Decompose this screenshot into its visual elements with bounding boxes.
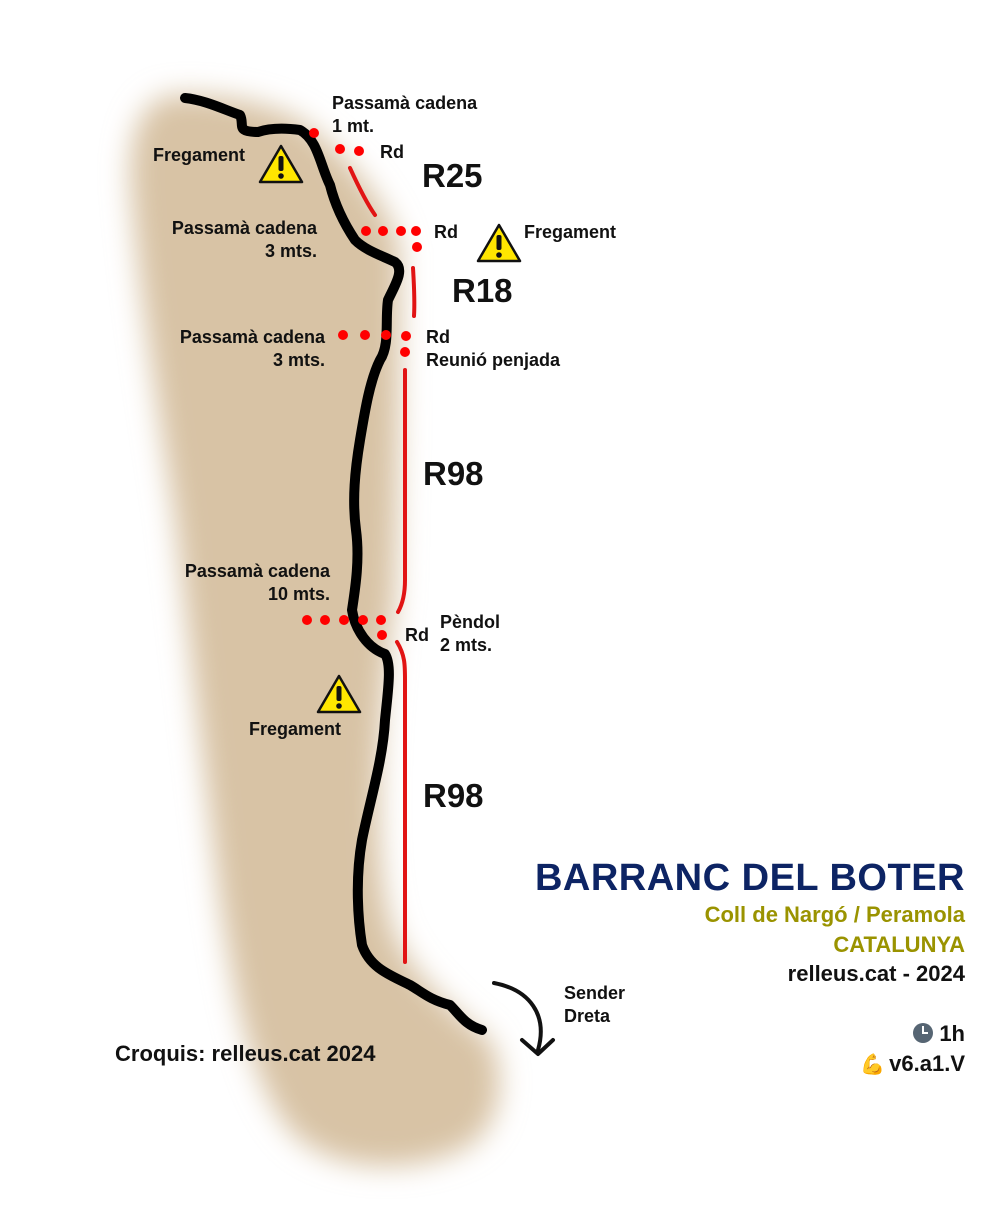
anchor-dots: [302, 128, 422, 640]
reunio-label: Reunió penjada: [426, 350, 561, 370]
rope-line-r18: [411, 266, 417, 318]
anchor-dot: [320, 615, 330, 625]
sender-direction: Dreta: [564, 1006, 611, 1026]
anchor-dot: [338, 330, 348, 340]
pendol-label: Pèndol 2 mts.: [440, 611, 500, 657]
rd-label: Rd: [405, 625, 429, 645]
anchor-dot: [381, 330, 391, 340]
canyon-location: Coll de Nargó / Peramola: [704, 902, 965, 927]
rope-label-r98: R98: [423, 777, 484, 814]
passama-length: 3 mts.: [264, 241, 317, 261]
canyon-credit: relleus.cat - 2024: [787, 961, 965, 986]
passama-length: 10 mts.: [267, 584, 330, 604]
passama-label: Passamà cadena 3 mts.: [180, 326, 325, 372]
rope-label-r25: R25: [422, 157, 483, 194]
sender-title: Sender: [564, 983, 626, 1003]
warning-icon: [258, 144, 304, 184]
rope-line-r25: [348, 166, 377, 217]
warning-icon: [476, 223, 522, 263]
fregament-label: Fregament: [524, 222, 617, 242]
anchor-dot: [412, 242, 422, 252]
duration-value: 1h: [939, 1021, 965, 1046]
croquis-credit: Croquis: relleus.cat 2024: [115, 1041, 376, 1066]
passama-length: 3 mts.: [272, 350, 325, 370]
anchor-dot: [361, 226, 371, 236]
anchor-dot: [400, 347, 410, 357]
anchor-dot: [401, 331, 411, 341]
canyon-region: CATALUNYA: [833, 932, 965, 957]
rope-label-r98: R98: [423, 455, 484, 492]
rd-label: Rd: [380, 142, 404, 162]
pendol-title: Pèndol: [440, 612, 501, 632]
flexed-biceps-icon: 💪: [860, 1054, 886, 1076]
canyon-wall-line: [180, 93, 487, 1035]
clock-icon: [913, 1023, 934, 1043]
passama-title: Passamà cadena: [171, 218, 317, 238]
passama-label: Passamà cadena 10 mts.: [185, 560, 330, 606]
rd-label: Rd: [434, 222, 458, 242]
passama-label: Passamà cadena 1 mt.: [332, 92, 477, 138]
rd-label: Rd: [426, 327, 450, 347]
grade-value: v6.a1.V: [889, 1051, 965, 1076]
anchor-dot: [309, 128, 319, 138]
warning-icon: [316, 674, 362, 714]
anchor-dot: [376, 615, 386, 625]
rope-line-r98-2: [395, 640, 407, 964]
anchor-dot: [360, 330, 370, 340]
rope-line-r98-1: [396, 368, 407, 614]
rock-wall-area: [130, 94, 500, 1166]
rope-label-r18: R18: [452, 272, 513, 309]
passama-title: Passamà cadena: [179, 327, 325, 347]
anchor-dot: [302, 615, 312, 625]
grade: 💪v6.a1.V: [860, 1051, 965, 1077]
passama-length: 1 mt.: [332, 116, 375, 136]
fregament-label: Fregament: [153, 145, 246, 165]
fregament-label: Fregament: [249, 719, 342, 739]
trail-arrow-icon: [492, 981, 555, 1056]
anchor-dot: [378, 226, 388, 236]
canyon-title: BARRANC DEL BOTER: [534, 857, 965, 899]
anchor-dot: [335, 144, 345, 154]
passama-title: Passamà cadena: [332, 93, 478, 113]
anchor-dot: [354, 146, 364, 156]
anchor-dot: [396, 226, 406, 236]
passama-label: Passamà cadena 3 mts.: [172, 217, 317, 263]
anchor-dot: [358, 615, 368, 625]
sender-label: Sender Dreta: [564, 982, 625, 1028]
passama-title: Passamà cadena: [184, 561, 330, 581]
anchor-dot: [411, 226, 421, 236]
pendol-length: 2 mts.: [440, 635, 493, 655]
anchor-dot: [339, 615, 349, 625]
anchor-dot: [377, 630, 387, 640]
duration: 1h: [913, 1021, 965, 1047]
